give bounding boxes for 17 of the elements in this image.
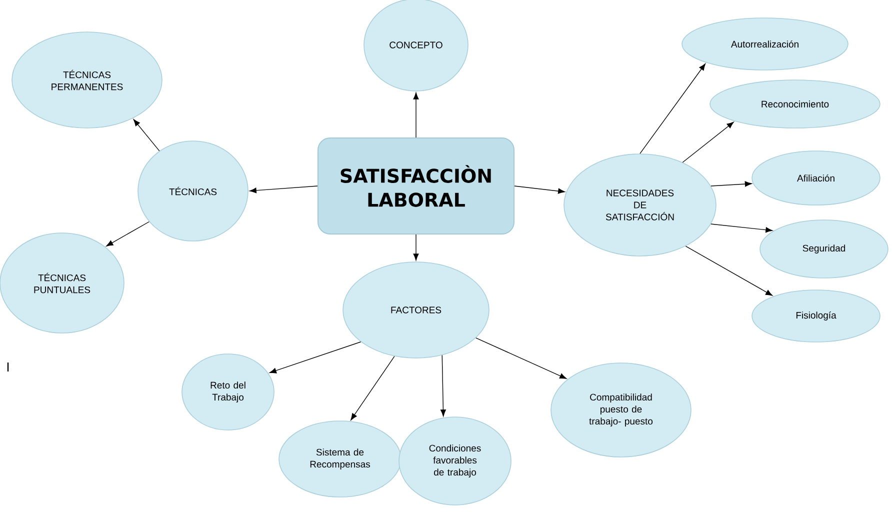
arrow [350, 356, 395, 420]
arrow [106, 221, 150, 246]
arrow [413, 234, 419, 261]
title-box: SATISFACCIÒN LABORAL [318, 138, 514, 234]
arrow [514, 186, 566, 194]
arrow [710, 224, 773, 233]
stray-mark: I [7, 362, 9, 372]
arrow [413, 92, 419, 138]
arrow [476, 338, 567, 379]
arrow [640, 64, 706, 154]
arrow [250, 186, 318, 194]
arrow [440, 354, 446, 416]
arrow [682, 122, 734, 163]
arrow [269, 342, 362, 374]
arrow [710, 181, 752, 187]
arrow [685, 246, 773, 296]
arrow [133, 119, 160, 152]
